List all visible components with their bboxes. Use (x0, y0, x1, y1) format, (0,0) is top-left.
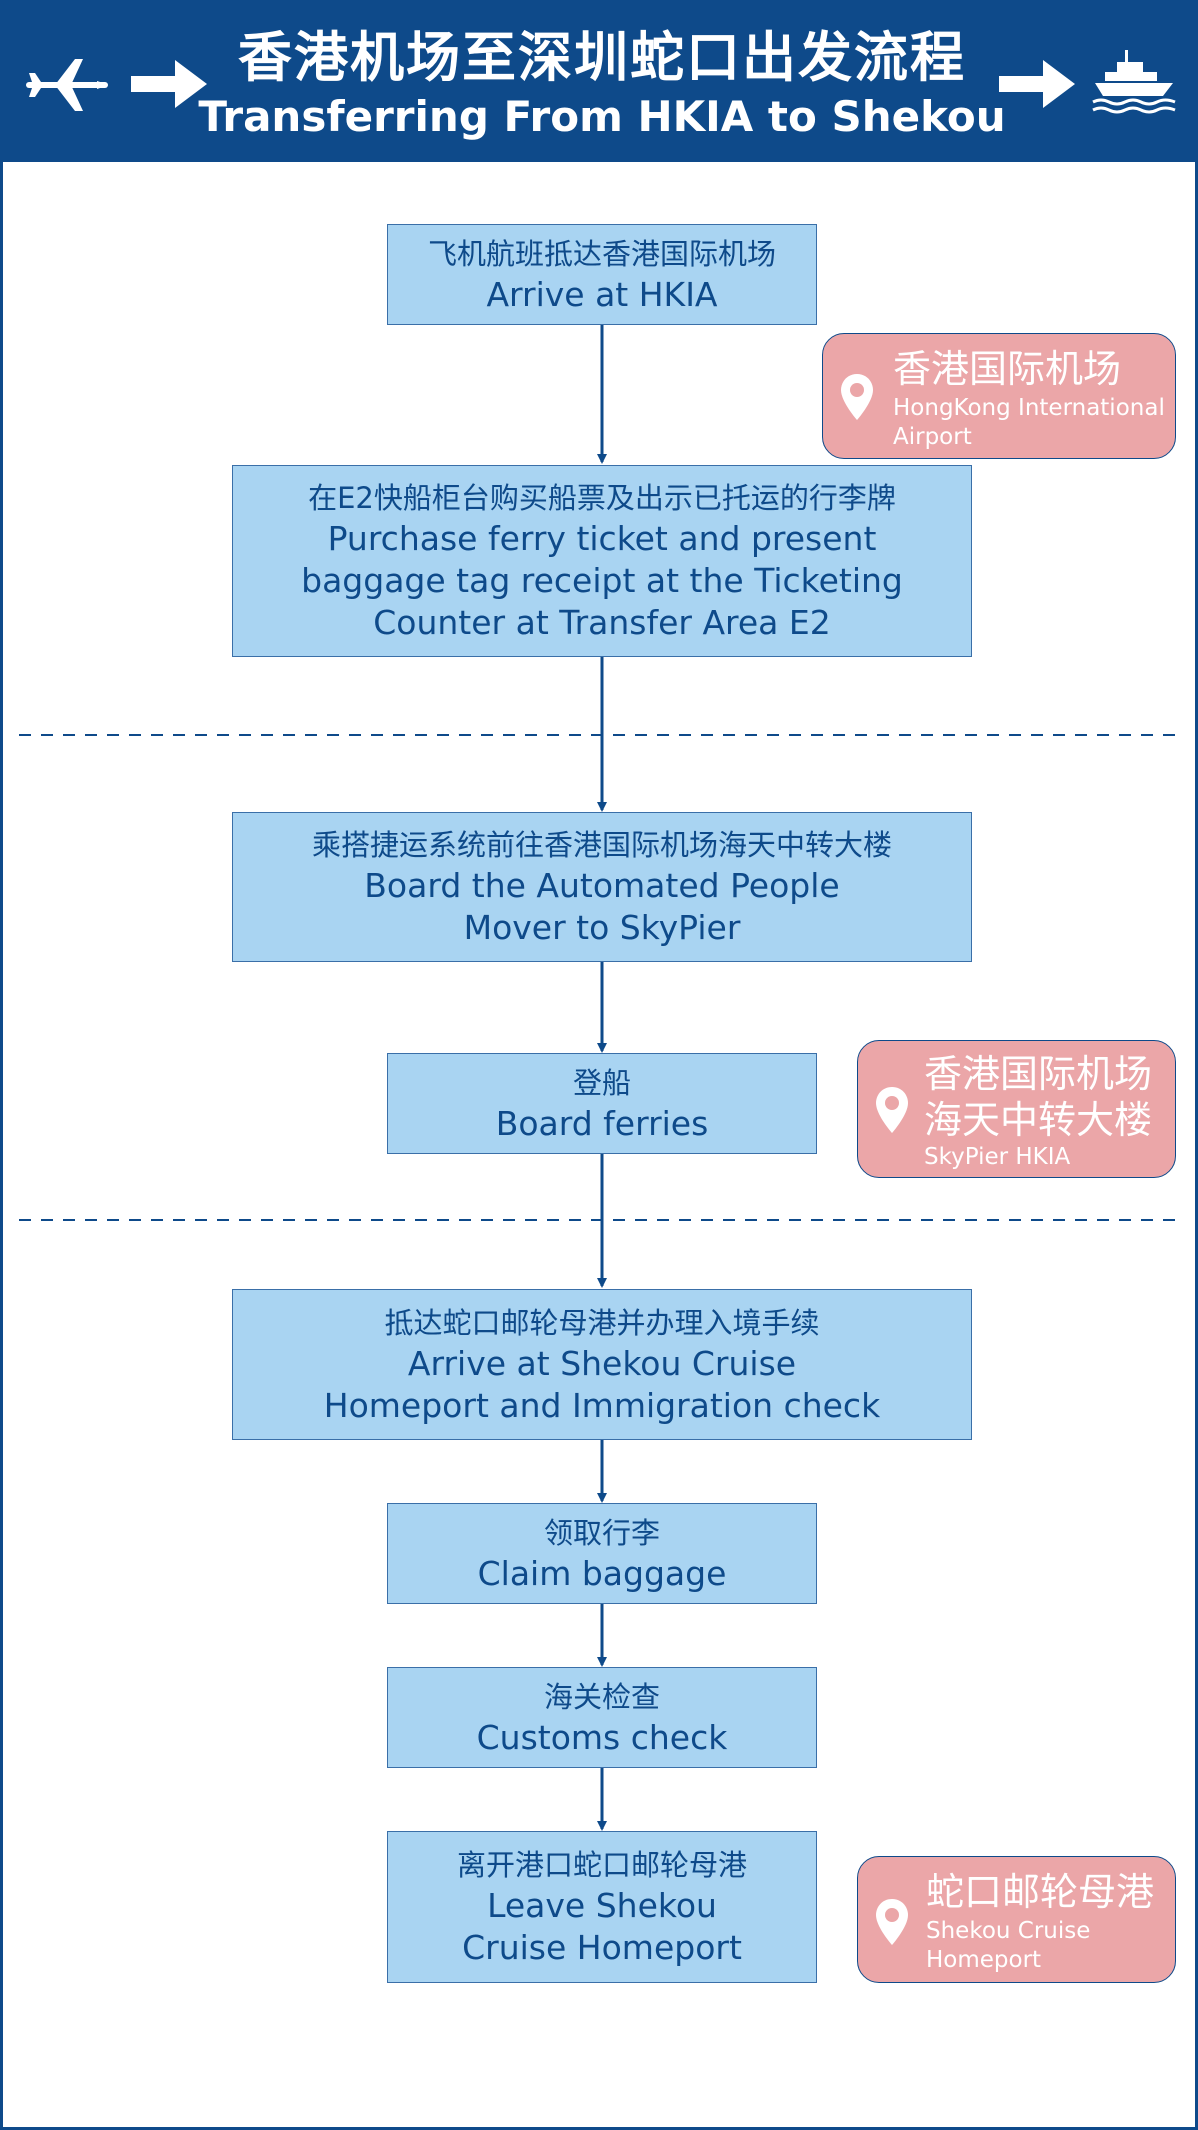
arrow-right-icon (999, 60, 1075, 108)
step-label-zh: 登船 (572, 1065, 631, 1100)
step-board-ferries: 登船 Board ferries (387, 1053, 817, 1154)
header-banner: 香港机场至深圳蛇口出发流程 Transferring From HKIA to … (3, 0, 1198, 162)
location-name-en: Shekou Cruise Homeport (926, 1918, 1091, 1973)
step-label-en: Board the Automated People Mover to SkyP… (364, 866, 840, 947)
step-label-zh: 飞机航班抵达香港国际机场 (427, 236, 776, 271)
ship-icon (1092, 50, 1176, 114)
plane-icon (26, 59, 108, 111)
location-badge-hkia: 香港国际机场 HongKong International Airport (822, 333, 1176, 459)
step-arrive-hkia: 飞机航班抵达香港国际机场 Arrive at HKIA (387, 224, 817, 325)
step-label-en: Arrive at HKIA (486, 274, 718, 314)
step-customs-check: 海关检查 Customs check (387, 1667, 817, 1768)
step-arrive-shekou: 抵达蛇口邮轮母港并办理入境手续 Arrive at Shekou Cruise … (232, 1289, 972, 1440)
step-leave-homeport: 离开港口蛇口邮轮母港 Leave Shekou Cruise Homeport (387, 1831, 817, 1983)
step-label-en: Board ferries (495, 1103, 709, 1143)
location-pin-icon (841, 374, 873, 420)
step-label-en: Claim baggage (477, 1553, 727, 1593)
location-badge-skypier: 香港国际机场海天中转大楼 SkyPier HKIA (857, 1040, 1176, 1178)
flow-connectors (19, 325, 1185, 1831)
location-badge-shekou: 蛇口邮轮母港 Shekou Cruise Homeport (857, 1856, 1176, 1983)
location-name-en: SkyPier HKIA (924, 1144, 1071, 1170)
page-title-chinese: 香港机场至深圳蛇口出发流程 (238, 26, 966, 89)
location-pin-icon (876, 1087, 908, 1133)
arrow-right-icon (131, 60, 207, 108)
step-label-zh: 抵达蛇口邮轮母港并办理入境手续 (384, 1305, 820, 1340)
step-purchase-ticket: 在E2快船柜台购买船票及出示已托运的行李牌 Purchase ferry tic… (232, 465, 972, 657)
location-name-zh: 蛇口邮轮母港 (926, 1870, 1155, 1914)
step-label-zh: 领取行李 (543, 1515, 660, 1550)
step-label-en: Purchase ferry ticket and present baggag… (301, 519, 903, 642)
step-label-zh: 海关检查 (543, 1679, 660, 1714)
step-board-people-mover: 乘搭捷运系统前往香港国际机场海天中转大楼 Board the Automated… (232, 812, 972, 962)
step-label-en: Customs check (476, 1717, 728, 1757)
step-label-en: Arrive at Shekou Cruise Homeport and Imm… (323, 1343, 881, 1425)
page-title-english: Transferring From HKIA to Shekou (198, 92, 1006, 141)
step-label-zh: 离开港口蛇口邮轮母港 (456, 1848, 747, 1882)
step-label-en: Leave Shekou Cruise Homeport (462, 1886, 742, 1967)
step-label-zh: 在E2快船柜台购买船票及出示已托运的行李牌 (308, 481, 896, 515)
location-name-zh: 香港国际机场海天中转大楼 (924, 1052, 1153, 1142)
location-name-en: HongKong International Airport (893, 395, 1165, 450)
location-pin-icon (876, 1899, 908, 1945)
step-label-zh: 乘搭捷运系统前往香港国际机场海天中转大楼 (311, 828, 892, 862)
step-claim-baggage: 领取行李 Claim baggage (387, 1503, 817, 1604)
location-name-zh: 香港国际机场 (893, 347, 1122, 391)
